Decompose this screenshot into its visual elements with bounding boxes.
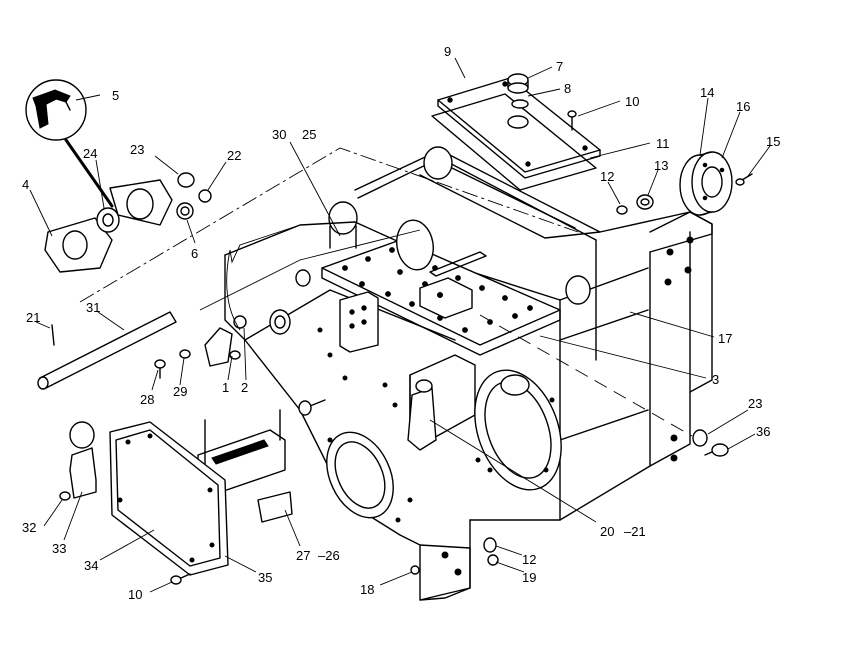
callout-33: 33: [52, 541, 66, 556]
callout-14: 14: [700, 85, 714, 100]
callout-8: 8: [564, 81, 571, 96]
callout-27: 27: [296, 548, 310, 563]
callout-11: 11: [656, 136, 670, 151]
callout-24: 24: [83, 146, 97, 161]
callout-6: 6: [191, 246, 198, 261]
top-cover-plate: [431, 73, 601, 191]
callout-26: –26: [318, 548, 340, 563]
callout-30: 30: [272, 127, 286, 142]
callout-23: 23: [130, 142, 144, 157]
callout-5: 5: [112, 88, 119, 103]
callout-21b: –21: [624, 524, 646, 539]
callout-18: 18: [360, 582, 374, 597]
callout-20: 20: [600, 524, 614, 539]
callout-28: 28: [140, 392, 154, 407]
callout-9: 9: [444, 44, 451, 59]
callout-21: 21: [26, 310, 40, 325]
callout-36: 36: [756, 424, 770, 439]
callout-12b: 12: [522, 552, 536, 567]
pulley-assembly: [616, 151, 753, 216]
callout-12: 12: [600, 169, 614, 184]
left-parts: [25, 79, 729, 585]
callout-23b: 23: [748, 396, 762, 411]
callout-1: 1: [222, 380, 229, 395]
callout-10: 10: [625, 94, 639, 109]
callout-25: 25: [302, 127, 316, 142]
main-housing: [224, 146, 713, 601]
callout-13: 13: [654, 158, 668, 173]
callout-15: 15: [766, 134, 780, 149]
callout-34: 34: [84, 558, 98, 573]
callout-2: 2: [241, 380, 248, 395]
callout-32: 32: [22, 520, 36, 535]
callout-35: 35: [258, 570, 272, 585]
callout-19: 19: [522, 570, 536, 585]
callout-16: 16: [736, 99, 750, 114]
callout-17: 17: [718, 331, 732, 346]
callout-3: 3: [712, 372, 719, 387]
callout-labels: 9 7 8 10 11 5 30 25 24 23 22 4 6 14 16 1…: [22, 44, 780, 602]
callout-7: 7: [556, 59, 563, 74]
callout-29: 29: [173, 384, 187, 399]
callout-4: 4: [22, 177, 29, 192]
callout-31: 31: [86, 300, 100, 315]
leader-lines: [29, 57, 771, 593]
callout-22: 22: [227, 148, 241, 163]
callout-10b: 10: [128, 587, 142, 602]
